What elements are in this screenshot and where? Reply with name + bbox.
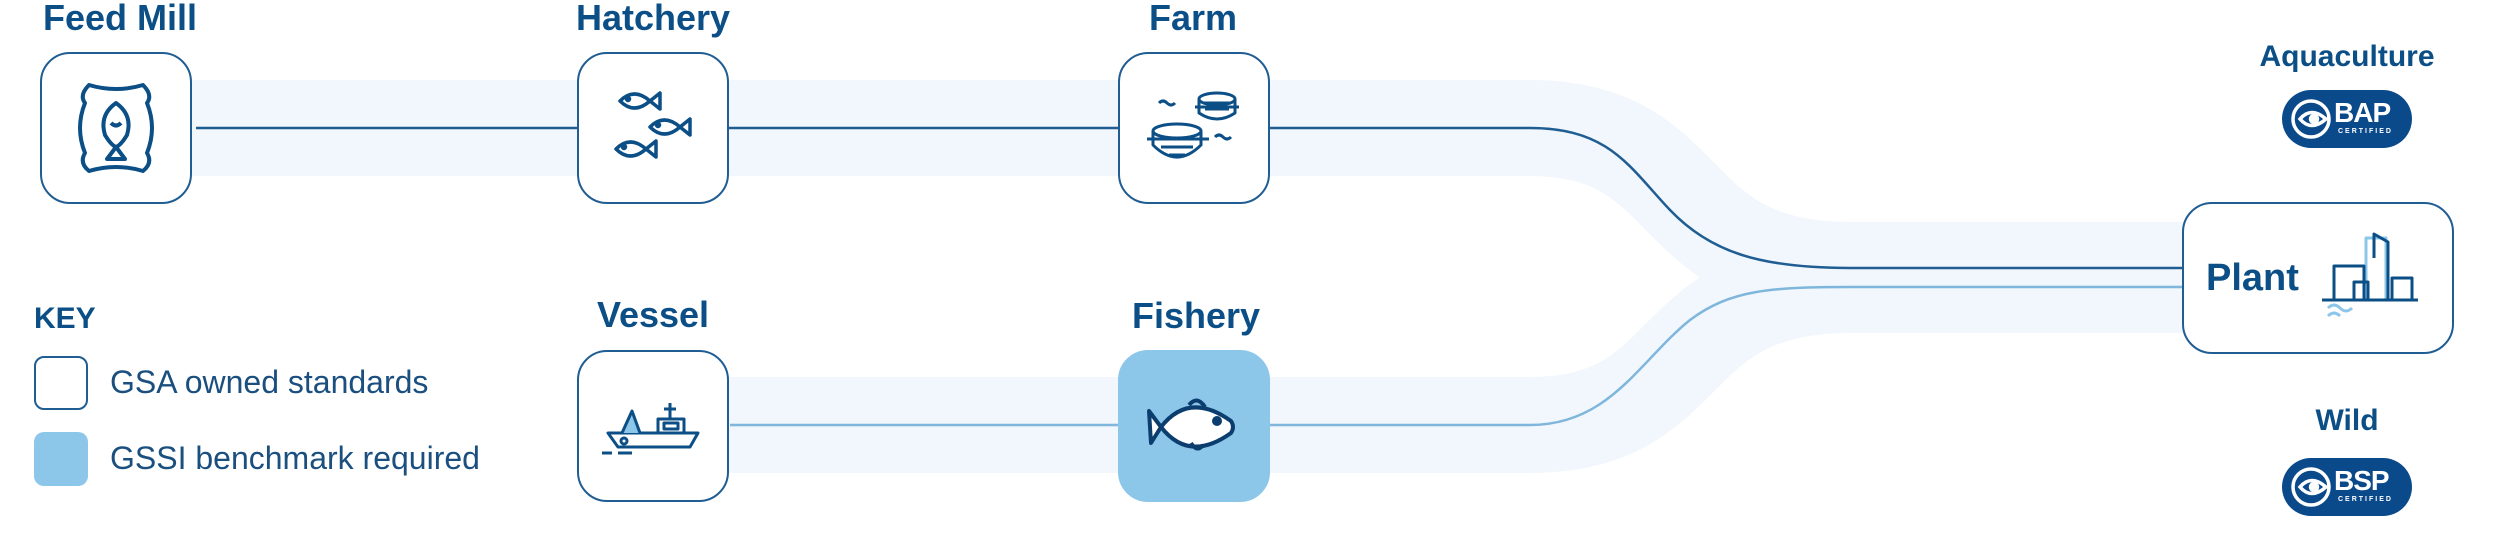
- farm-title: Farm: [1148, 0, 1238, 38]
- key-owned-swatch: [34, 356, 88, 410]
- key-title: KEY: [34, 302, 96, 335]
- feed-sack-icon: [78, 83, 154, 173]
- vessel-node: [577, 350, 729, 502]
- certified-eye-icon: [2291, 99, 2331, 139]
- fish-school-icon: [614, 91, 692, 159]
- aquaculture-line: [196, 126, 2190, 270]
- vessel-title: Vessel: [596, 294, 710, 335]
- aquaculture-label: Aquaculture: [2259, 40, 2435, 73]
- key-owned-label: GSA owned standards: [110, 364, 429, 400]
- farm-node: [1118, 52, 1270, 204]
- bsp-code: BSP: [2334, 465, 2390, 496]
- feed-mill-node: [40, 52, 192, 204]
- bsp-badge: BSP CERTIFIED: [2282, 458, 2412, 516]
- plant-title: Plant: [2206, 256, 2299, 299]
- bap-code: BAP: [2334, 97, 2391, 128]
- wild-label: Wild: [2315, 404, 2379, 437]
- bap-certified-text: CERTIFIED: [2338, 128, 2393, 135]
- hatchery-node: [577, 52, 729, 204]
- certified-eye-icon: [2291, 467, 2331, 507]
- wild-line: [730, 285, 2190, 427]
- fishery-node: [1118, 350, 1270, 502]
- bsp-certified-text: CERTIFIED: [2338, 496, 2393, 503]
- hatchery-title: Hatchery: [575, 0, 731, 38]
- processing-plant-icon: [2322, 232, 2418, 318]
- fishing-vessel-icon: [602, 403, 700, 455]
- fish-icon: [1147, 398, 1235, 451]
- key-benchmark-swatch: [34, 432, 88, 486]
- flow-lines: [196, 126, 2190, 427]
- fish-farm-net-icon: [1147, 91, 1239, 159]
- feed-mill-title: Feed Mill: [42, 0, 198, 38]
- fishery-title: Fishery: [1131, 295, 1261, 336]
- plant-node: Plant: [2182, 202, 2454, 354]
- key-benchmark-label: GSSI benchmark required: [110, 440, 480, 476]
- wild-band: [720, 237, 2190, 473]
- bap-badge: BAP CERTIFIED: [2282, 90, 2412, 148]
